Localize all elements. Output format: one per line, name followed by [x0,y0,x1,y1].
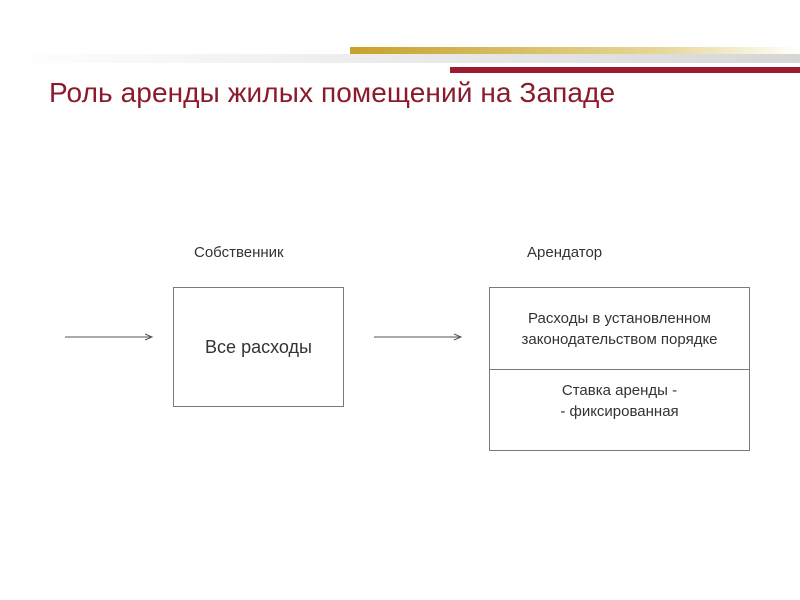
tenant-rent-line-2: - фиксированная [560,403,679,420]
tenant-label: Арендатор [527,244,603,261]
gold-stripe [350,47,800,54]
arrow-to-tenant [374,333,463,341]
tenant-box: Расходы в установленном законодательство… [489,287,750,451]
tenant-expenses-line-1: Расходы в установленном [528,309,711,327]
tenant-rent-line-1: Ставка аренды - [561,382,678,399]
owner-label: Собственник [194,244,284,261]
tenant-expenses-line-2: законодательством порядке [521,330,718,348]
owner-box-text: Все расходы [205,336,312,357]
header-decoration [0,47,800,73]
page-title: Роль аренды жилых помещений на Западе [49,77,616,108]
owner-box: Все расходы [173,287,344,407]
arrow-to-owner [65,333,154,341]
gray-stripe [0,54,800,63]
tenant-expenses-cell: Расходы в установленном законодательство… [490,288,749,370]
red-stripe [450,67,800,73]
tenant-rent-cell: Ставка аренды - - фиксированная [490,370,749,450]
